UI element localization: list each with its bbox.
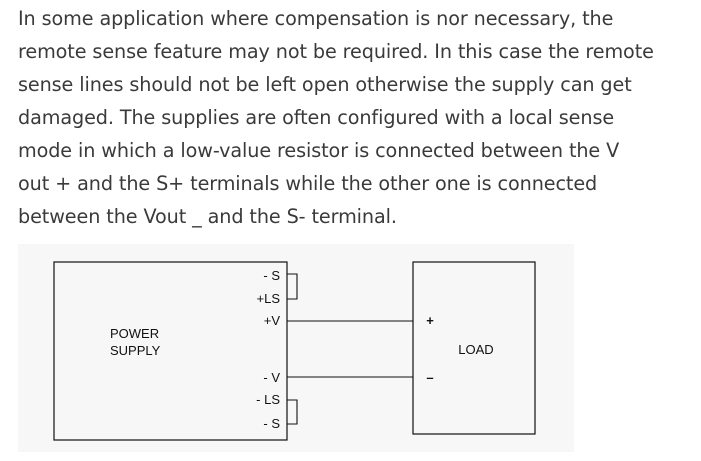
load-plus-mark: + — [426, 313, 434, 328]
paragraph-line: sense lines should not be left open othe… — [18, 73, 632, 96]
load-box — [412, 261, 536, 435]
diagram-svg: POWER SUPPLY - S +LS +V - V - LS - S + –… — [53, 261, 536, 441]
load-label: LOAD — [458, 342, 493, 357]
terminal-label-minus-v: - V — [263, 370, 280, 385]
paragraph-line: out + and the S+ terminals while the oth… — [18, 172, 598, 195]
terminal-label-s-minus-top: - S — [263, 268, 280, 283]
body-paragraph: In some application where compensation i… — [18, 2, 698, 233]
paragraph-line: In some application where compensation i… — [18, 7, 614, 30]
power-supply-label-line-1: POWER — [110, 326, 159, 341]
top-sense-jumper — [287, 273, 298, 300]
load-minus-mark: – — [426, 370, 433, 385]
power-supply-label-line-2: SUPPLY — [110, 343, 161, 358]
terminal-label-minus-ls: - LS — [256, 392, 280, 407]
paragraph-line: damaged. The supplies are often configur… — [18, 106, 615, 129]
local-sense-diagram: POWER SUPPLY - S +LS +V - V - LS - S + –… — [18, 244, 574, 452]
paragraph-line: remote sense feature may not be required… — [18, 40, 654, 63]
terminal-label-s-minus-bottom: - S — [263, 416, 280, 431]
paragraph-line: between the Vout _ and the S- terminal. — [18, 205, 397, 228]
terminal-label-plus-v: +V — [264, 313, 281, 328]
paragraph-line: mode in which a low-value resistor is co… — [18, 139, 620, 162]
bottom-sense-jumper — [287, 399, 298, 425]
terminal-label-plus-ls: +LS — [257, 291, 281, 306]
power-supply-box — [53, 261, 288, 441]
